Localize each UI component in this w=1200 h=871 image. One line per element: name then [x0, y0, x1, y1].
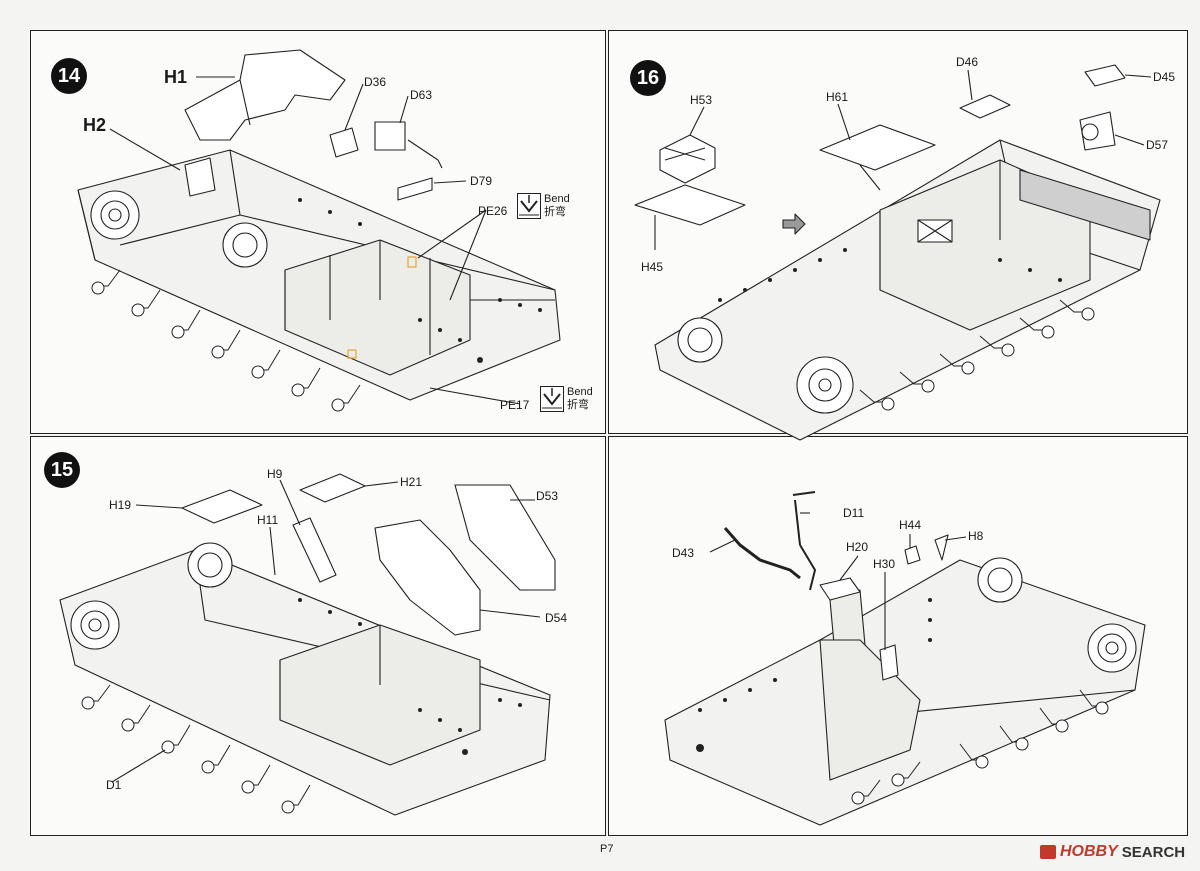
step-number-16: 16 [630, 60, 666, 96]
part-label-pe26: PE26 [478, 204, 508, 218]
part-label-d63: D63 [410, 88, 433, 102]
step15-hull-drawing [59, 473, 556, 816]
step-number-14: 14 [51, 58, 87, 94]
watermark-brand: HOBBY [1060, 843, 1118, 860]
part-label-d45: D45 [1153, 70, 1176, 84]
step16-hull-drawing [634, 64, 1161, 441]
bend-text-en: Bend [567, 386, 593, 398]
part-label-h21: H21 [400, 475, 423, 489]
bend-text-en: Bend [544, 193, 570, 205]
bend-text-zh: 折弯 [544, 206, 566, 218]
step-unnumbered-hull-drawing [664, 491, 1146, 826]
page-number: P7 [600, 843, 614, 855]
part-label-h44: H44 [899, 518, 922, 532]
part-label-d43: D43 [672, 546, 695, 560]
part-label-h53: H53 [690, 93, 713, 107]
part-label-d1: D1 [106, 778, 122, 792]
watermark-logo-icon [1040, 845, 1056, 859]
part-label-h61: H61 [826, 90, 849, 104]
part-label-h19: H19 [109, 498, 132, 512]
watermark: HOBBY SEARCH [1040, 843, 1185, 861]
bend-icon [540, 386, 564, 412]
part-label-h30: H30 [873, 557, 896, 571]
part-label-d46: D46 [956, 55, 979, 69]
bend-note-pe17: Bend 折弯 [540, 386, 593, 412]
bend-text-zh: 折弯 [567, 399, 589, 411]
part-label-h45: H45 [641, 260, 664, 274]
part-label-h8: H8 [968, 529, 984, 543]
part-label-d79: D79 [470, 174, 493, 188]
step14-hull-drawing [77, 49, 561, 412]
step-number-15: 15 [44, 452, 80, 488]
part-label-h9: H9 [267, 467, 283, 481]
part-label-h20: H20 [846, 540, 869, 554]
watermark-product: SEARCH [1121, 843, 1186, 861]
part-label-d53: D53 [536, 489, 559, 503]
bend-icon [517, 193, 541, 219]
part-label-d57: D57 [1146, 138, 1169, 152]
part-label-d11: D11 [843, 506, 865, 520]
part-label-h2: H2 [83, 115, 107, 135]
part-label-pe17: PE17 [500, 398, 530, 412]
part-label-h11: H11 [257, 513, 279, 527]
part-label-d54: D54 [545, 611, 568, 625]
bend-note-pe26: Bend 折弯 [517, 193, 570, 219]
part-label-h1: H1 [164, 67, 188, 87]
part-label-d36: D36 [364, 75, 387, 89]
